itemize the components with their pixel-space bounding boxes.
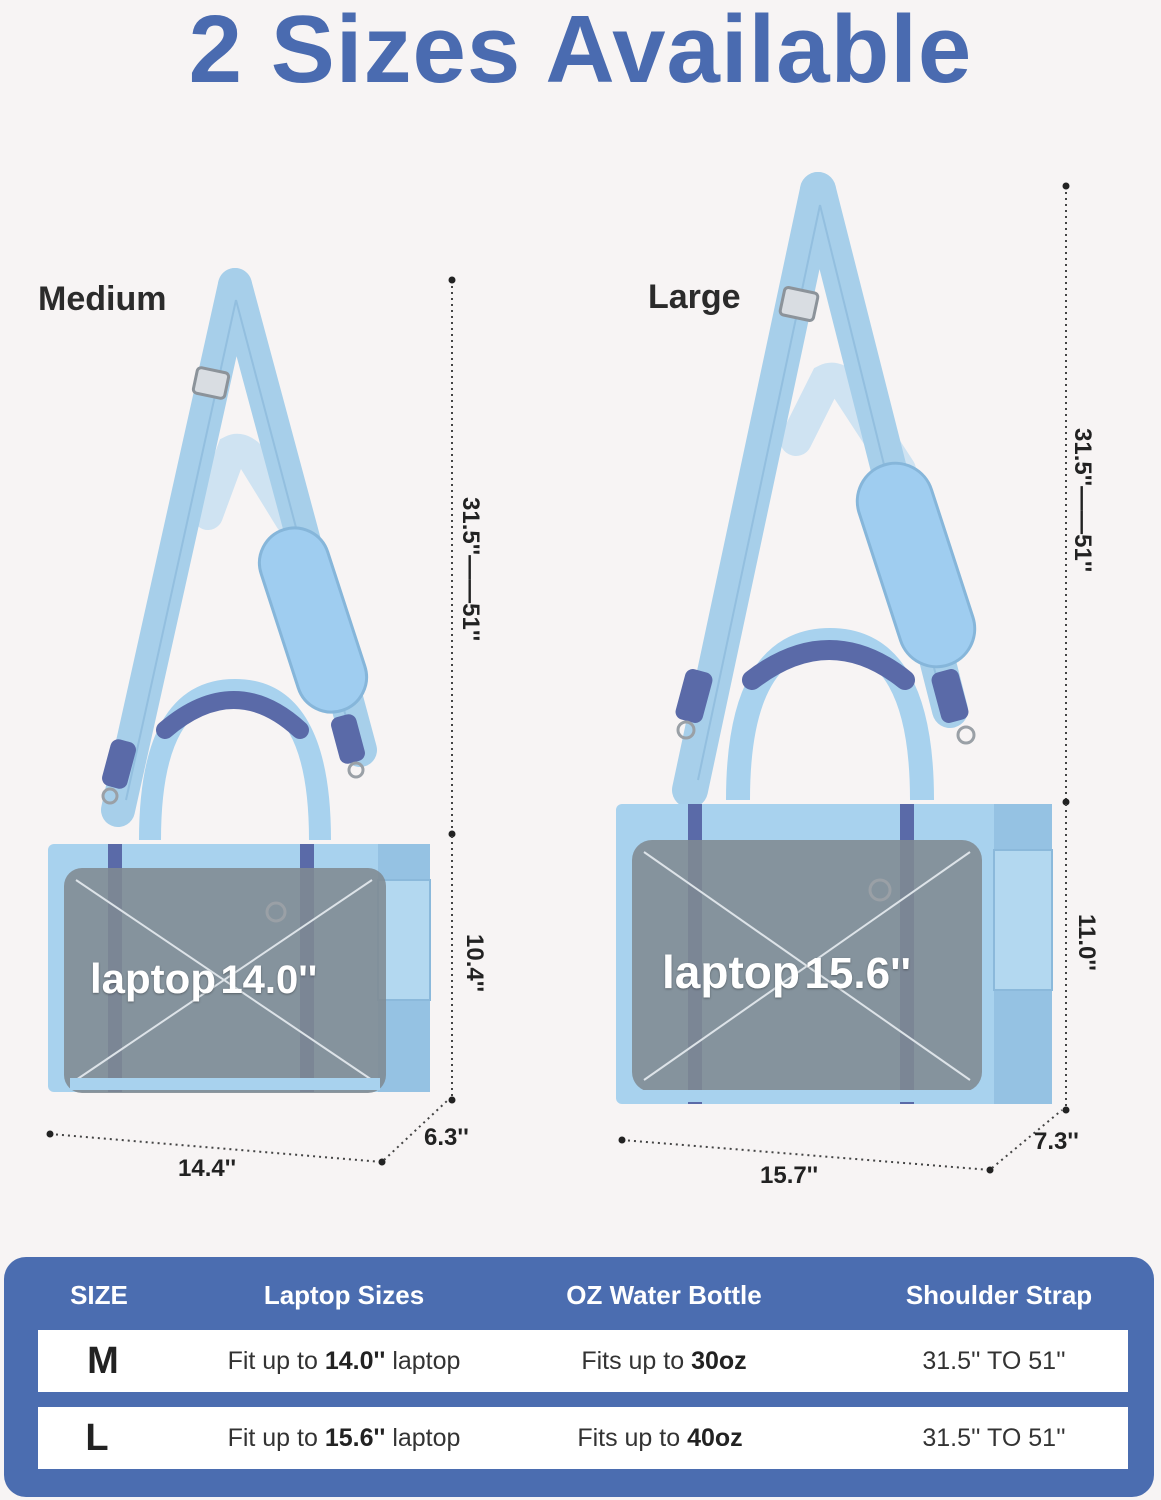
- row-bottle-prefix: Fits up to: [581, 1347, 692, 1375]
- row-laptop-value: 15.6'': [324, 1424, 386, 1452]
- row-size: M: [87, 1340, 119, 1382]
- row-strap: 31.5'' TO 51'': [922, 1424, 1066, 1452]
- medium-bag-image: [46, 182, 1070, 1174]
- row-bottle: Fits up to 30oz: [524, 1330, 804, 1392]
- medium-laptop-size: 14.0'': [220, 958, 318, 1002]
- row-laptop-prefix: Fit up to: [227, 1347, 325, 1375]
- row-bottle-value: 40oz: [687, 1424, 743, 1452]
- medium-height-dim: 10.4'': [461, 934, 488, 993]
- table-row: M Fit up to 14.0'' laptop Fits up to 30o…: [38, 1330, 1128, 1392]
- row-strap: 31.5'' TO 51'': [922, 1347, 1066, 1375]
- large-width-dim: 15.7'': [760, 1162, 819, 1189]
- large-label: Large: [648, 278, 741, 316]
- row-bottle-value: 30oz: [691, 1347, 747, 1375]
- table-row: L Fit up to 15.6'' laptop Fits up to 40o…: [38, 1407, 1128, 1469]
- large-laptop-text: laptop 15.6'': [662, 945, 911, 999]
- medium-depth-dim: 6.3'': [424, 1124, 469, 1151]
- table-header-strap: Shoulder Strap: [905, 1280, 1093, 1310]
- medium-label: Medium: [38, 280, 167, 318]
- bag-illustrations: [46, 172, 1070, 1174]
- row-laptop: Fit up to 15.6'' laptop: [184, 1407, 504, 1469]
- medium-strap-dim: 31.5''——51'': [457, 497, 484, 642]
- row-laptop-suffix: laptop: [385, 1347, 461, 1375]
- large-depth-dim: 7.3'': [1034, 1128, 1079, 1155]
- large-height-dim: 11.0'': [1073, 914, 1100, 971]
- table-header-bottle: OZ Water Bottle: [566, 1280, 762, 1310]
- large-bag-image: [616, 172, 1053, 1104]
- large-strap-dim: 31.5''——51'': [1069, 428, 1096, 573]
- medium-laptop-text: laptop 14.0'': [90, 955, 317, 1003]
- row-laptop-suffix: laptop: [385, 1424, 461, 1452]
- medium-laptop-word: laptop: [90, 955, 216, 1002]
- table-header-size: SIZE: [70, 1280, 128, 1310]
- table-header-row: SIZE Laptop Sizes OZ Water Bottle Should…: [4, 1275, 1154, 1315]
- row-size: L: [85, 1417, 109, 1459]
- table-header-laptop: Laptop Sizes: [263, 1280, 425, 1310]
- row-bottle-prefix: Fits up to: [577, 1424, 688, 1452]
- large-laptop-word: laptop: [662, 946, 800, 998]
- headline: 2 Sizes Available: [188, 0, 973, 103]
- row-laptop-value: 14.0'': [324, 1347, 386, 1375]
- size-comparison-table: SIZE Laptop Sizes OZ Water Bottle Should…: [4, 1257, 1154, 1497]
- row-laptop-prefix: Fit up to: [227, 1424, 325, 1452]
- large-laptop-size: 15.6'': [804, 949, 911, 998]
- row-laptop: Fit up to 14.0'' laptop: [184, 1330, 504, 1392]
- medium-width-dim: 14.4'': [178, 1155, 237, 1182]
- row-bottle: Fits up to 40oz: [520, 1407, 800, 1469]
